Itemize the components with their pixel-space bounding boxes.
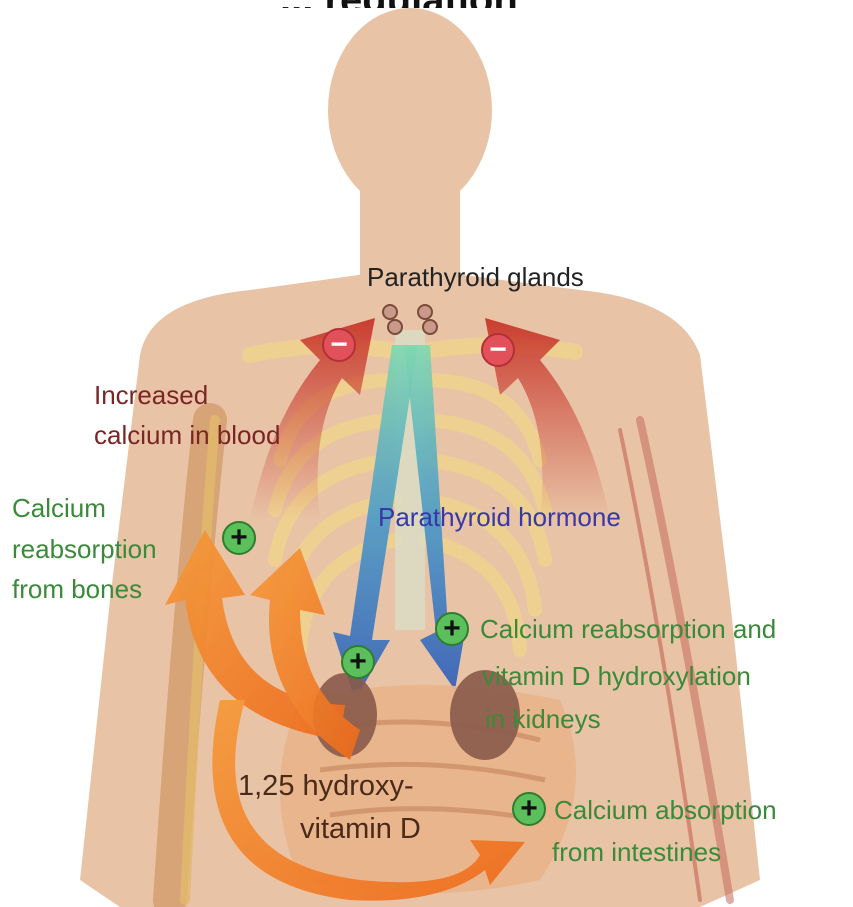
plus-sign-hydroxylation-icon: + xyxy=(341,645,375,679)
intestines-label-line2: from intestines xyxy=(552,836,721,869)
bones-label-line2: reabsorption xyxy=(12,533,157,566)
vitamin-d-label-line1: 1,25 hydroxy- xyxy=(238,768,414,804)
plus-sign-kidneys-icon: + xyxy=(435,612,469,646)
kidneys-label-line1: Calcium reabsorption and xyxy=(480,613,776,646)
increased-calcium-label-line2: calcium in blood xyxy=(94,419,280,452)
bones-label-line3: from bones xyxy=(12,573,142,606)
minus-sign-right-icon: − xyxy=(481,333,515,367)
intestines-label-line1: Calcium absorption xyxy=(554,794,777,827)
plus-sign-bones-icon: + xyxy=(222,521,256,555)
plus-sign-intestines-icon: + xyxy=(512,792,546,826)
parathyroid-glands-label: Parathyroid glands xyxy=(367,261,584,294)
parathyroid-hormone-label: Parathyroid hormone xyxy=(378,501,621,534)
minus-sign-left-icon: − xyxy=(322,328,356,362)
kidneys-label-line3: in kidneys xyxy=(485,703,601,736)
vitamin-d-label-line2: vitamin D xyxy=(300,811,421,847)
increased-calcium-label-line1: Increased xyxy=(94,379,208,412)
kidneys-label-line2: vitamin D hydroxylation xyxy=(482,660,751,693)
bones-label-line1: Calcium xyxy=(12,492,106,525)
